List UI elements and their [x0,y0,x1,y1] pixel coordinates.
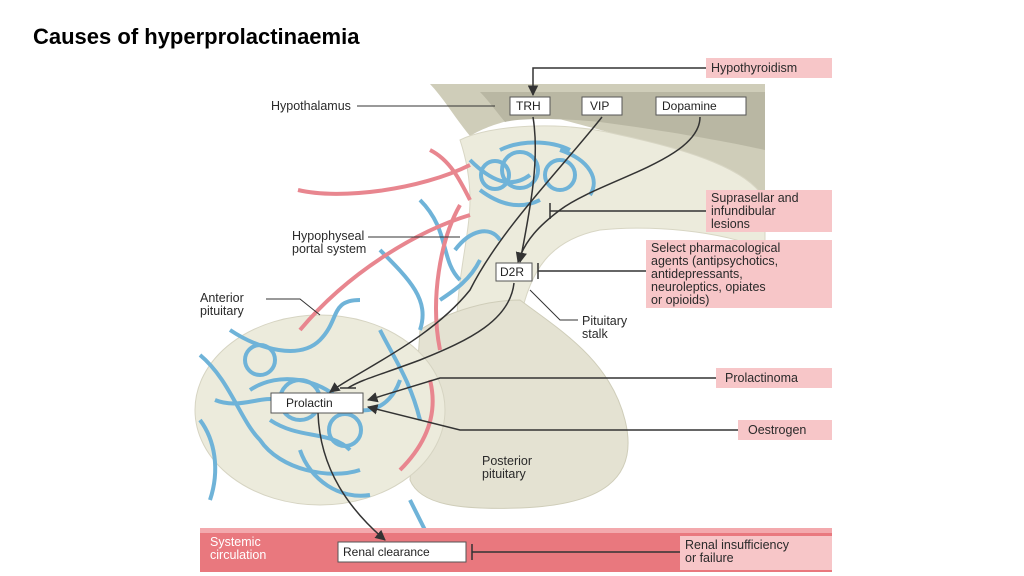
label-circulation-2: circulation [210,548,266,562]
node-vip: VIP [581,96,623,116]
svg-text:VIP: VIP [590,99,609,113]
svg-text:Renal clearance: Renal clearance [343,545,430,559]
label-anterior-2: pituitary [200,304,245,318]
node-d2r: D2R [495,262,533,282]
svg-text:or failure: or failure [685,551,734,565]
leader-stalk [529,289,578,321]
node-prolactin: Prolactin [270,392,364,414]
label-posterior-2: pituitary [482,467,527,481]
infundibulum [456,125,766,401]
svg-text:antidepressants,: antidepressants, [651,267,743,281]
cause-pharmacological-agents: Select pharmacological agents (antipsych… [646,240,832,308]
svg-text:Dopamine: Dopamine [662,99,717,113]
node-trh: TRH [509,96,551,116]
svg-text:agents (antipsychotics,: agents (antipsychotics, [651,254,778,268]
cause-oestrogen: Oestrogen [738,420,832,440]
svg-text:D2R: D2R [500,265,524,279]
node-dopamine: Dopamine [655,96,747,116]
circulation-highlight [200,528,832,533]
label-portal-1: Hypophyseal [292,229,364,243]
cause-renal-insufficiency: Renal insufficiency or failure [680,536,832,570]
svg-text:Prolactin: Prolactin [286,396,333,410]
svg-text:lesions: lesions [711,217,750,231]
label-posterior-1: Posterior [482,454,532,468]
pathway-arrows [317,67,738,560]
page-title: Causes of hyperprolactinaemia [33,24,360,49]
svg-text:Prolactinoma: Prolactinoma [725,371,798,385]
svg-text:Select pharmacological: Select pharmacological [651,241,780,255]
label-circulation-1: Systemic [210,535,261,549]
label-stalk-1: Pituitary [582,314,628,328]
label-anterior-1: Anterior [200,291,244,305]
svg-text:Oestrogen: Oestrogen [748,423,806,437]
label-stalk-2: stalk [582,327,608,341]
svg-text:Hypothyroidism: Hypothyroidism [711,61,797,75]
svg-text:TRH: TRH [516,99,541,113]
label-hypothalamus: Hypothalamus [271,99,351,113]
cause-prolactinoma: Prolactinoma [716,368,832,388]
cause-hypothyroidism: Hypothyroidism [706,58,832,78]
leader-anterior [266,298,321,316]
svg-text:neuroleptics, opiates: neuroleptics, opiates [651,280,766,294]
svg-text:Renal insufficiency: Renal insufficiency [685,538,790,552]
node-renal-clearance: Renal clearance [337,541,467,563]
label-portal-2: portal system [292,242,366,256]
arterial-vessels [297,148,472,472]
svg-text:Suprasellar and: Suprasellar and [711,191,799,205]
cause-suprasellar: Suprasellar and infundibular lesions [706,190,832,232]
svg-text:or opioids): or opioids) [651,293,709,307]
svg-text:infundibular: infundibular [711,204,776,218]
